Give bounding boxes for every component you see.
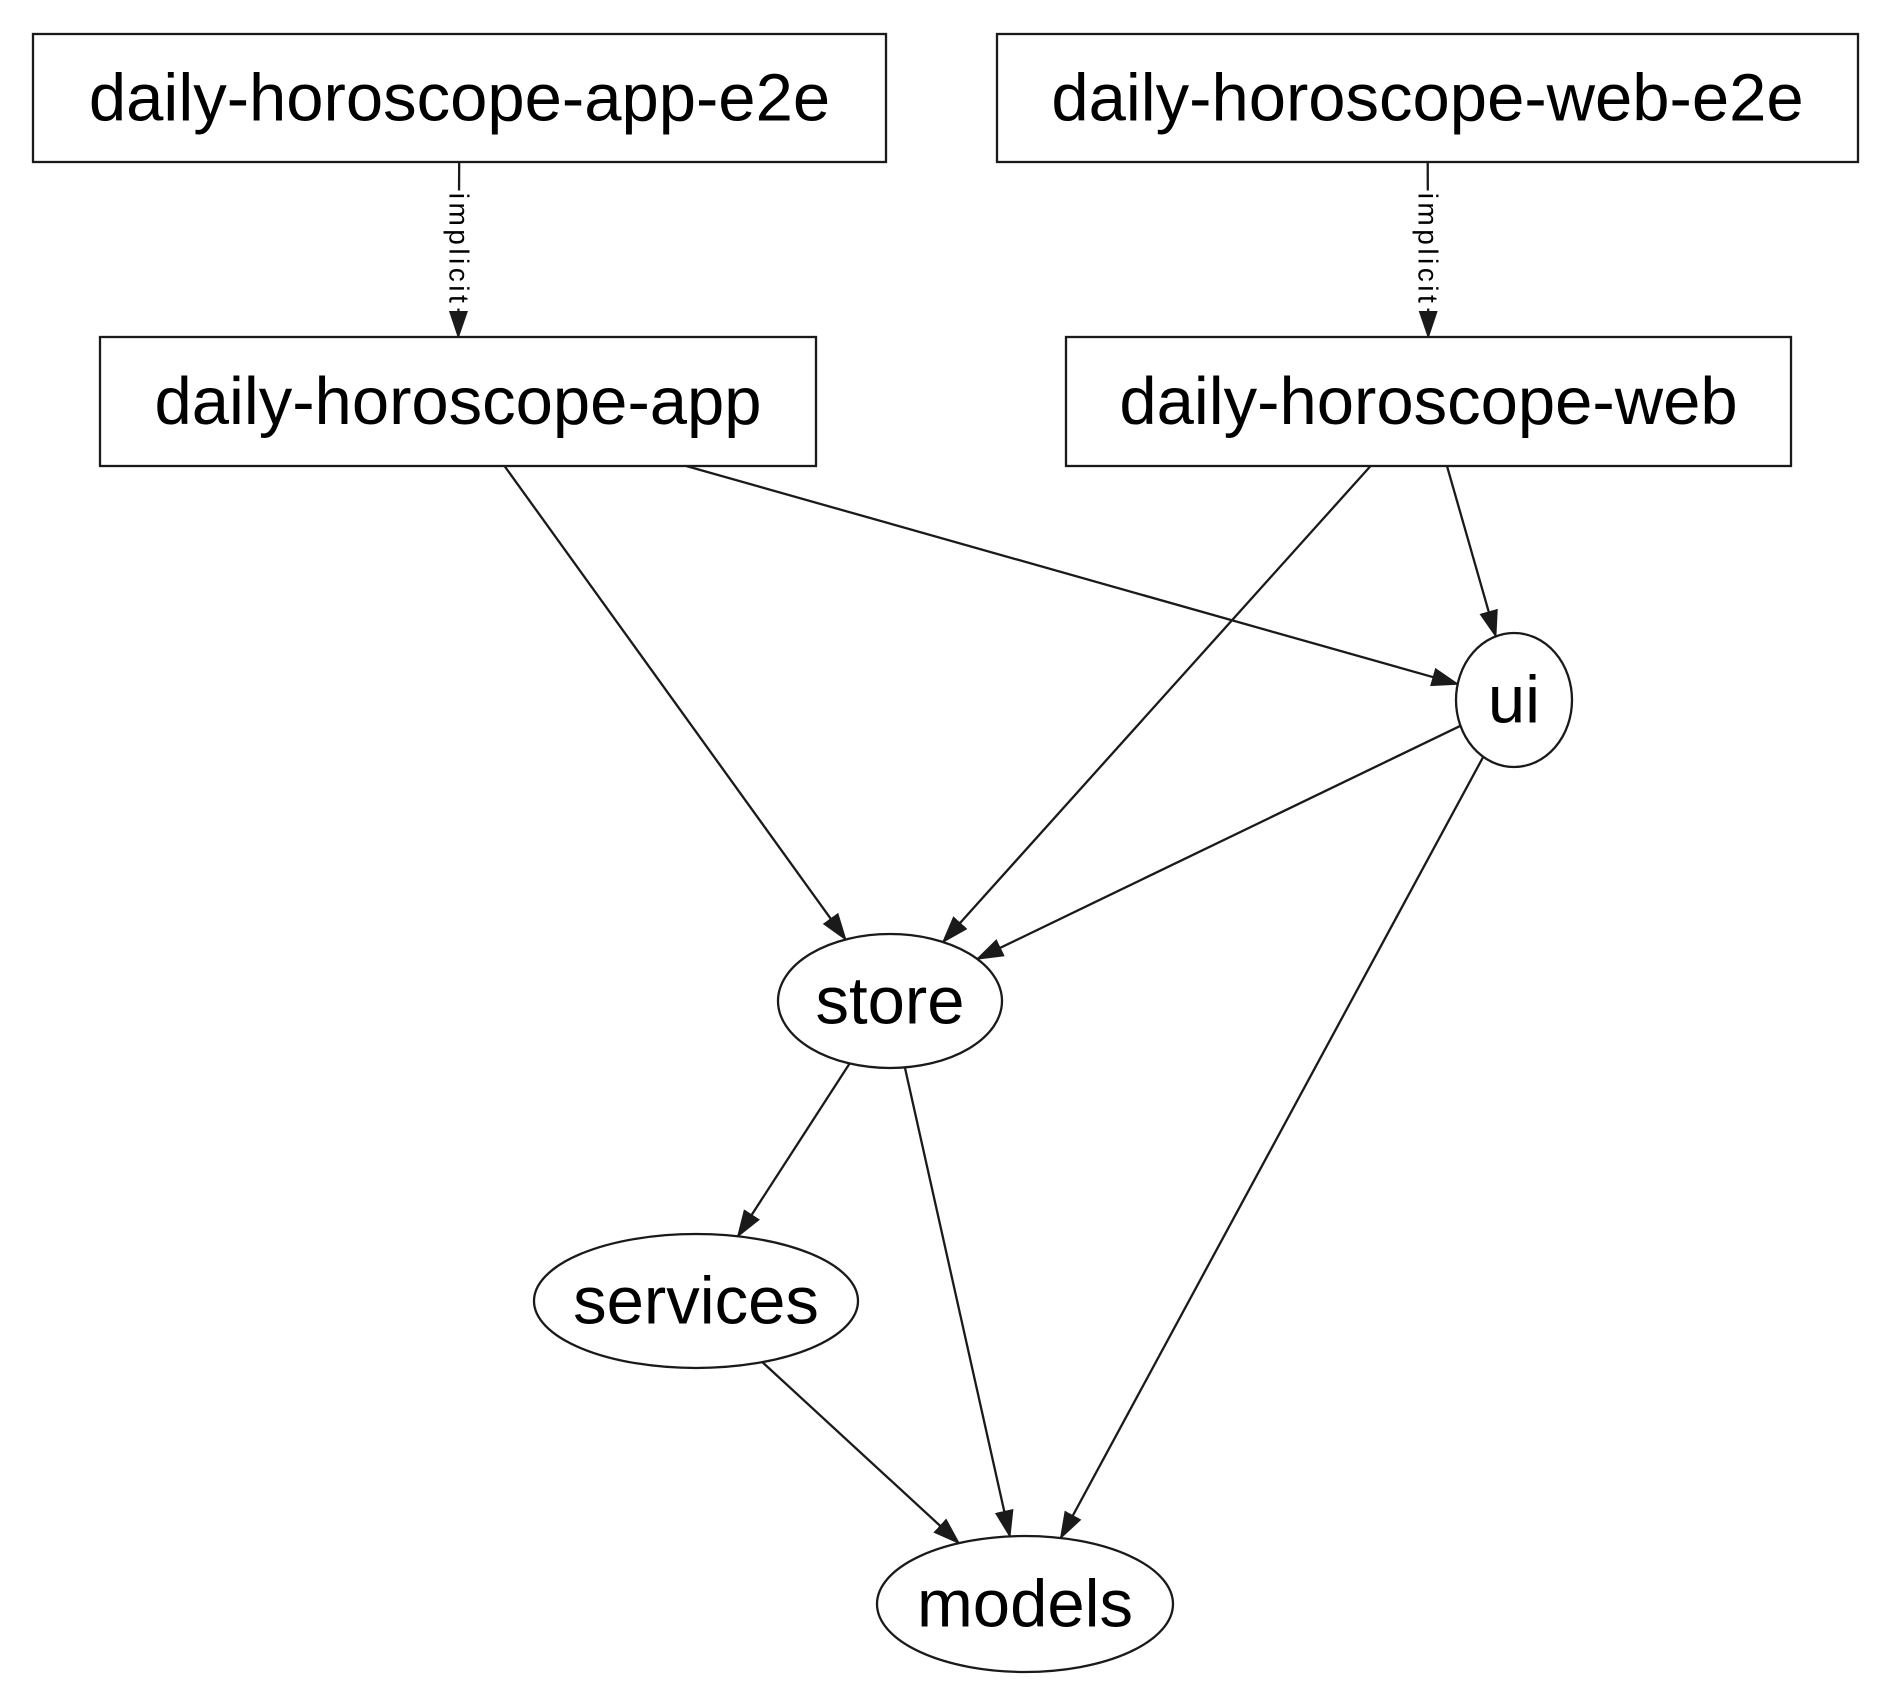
- edge-ui--store: [975, 724, 1461, 960]
- node-box: [98, 335, 818, 468]
- edge-daily-horoscope-app-e2e--daily-horoscope-app: implicit: [440, 161, 477, 339]
- node-box: [31, 32, 888, 164]
- node-ellipse: [776, 932, 1004, 1070]
- edge-line: [903, 1067, 1014, 1539]
- node-daily-horoscope-web[interactable]: daily-horoscope-web: [1064, 335, 1793, 468]
- node-store[interactable]: store: [776, 932, 1004, 1070]
- node-label: ui: [1488, 663, 1540, 738]
- edge-daily-horoscope-web-e2e--daily-horoscope-web: implicit: [1409, 161, 1446, 339]
- edge-line: [736, 1062, 851, 1238]
- edge-daily-horoscope-web--store: [941, 465, 1372, 944]
- edge-line: [975, 724, 1461, 960]
- edge-line: [1445, 465, 1498, 639]
- node-label: models: [917, 1567, 1133, 1642]
- node-label: services: [573, 1264, 819, 1339]
- edge-daily-horoscope-web--ui: [1445, 465, 1498, 639]
- node-label: store: [816, 964, 965, 1039]
- edge-services--models: [761, 1361, 961, 1545]
- edge-label-halo: [1409, 190, 1446, 309]
- edge-ui--models: [1059, 756, 1485, 1540]
- node-box: [1064, 335, 1793, 468]
- node-ellipse: [1454, 631, 1574, 769]
- edge-daily-horoscope-app--store: [503, 465, 847, 942]
- node-label: daily-horoscope-app-e2e: [89, 61, 830, 136]
- node-services[interactable]: services: [532, 1232, 860, 1370]
- edge-line: [1059, 756, 1485, 1540]
- node-daily-horoscope-app-e2e[interactable]: daily-horoscope-app-e2e: [31, 32, 888, 164]
- node-ellipse: [532, 1232, 860, 1370]
- node-models[interactable]: models: [875, 1534, 1175, 1674]
- node-box: [995, 32, 1860, 164]
- edge-daily-horoscope-app--ui: [685, 464, 1460, 687]
- edge-label: implicit: [443, 193, 474, 307]
- edge-line: [761, 1361, 961, 1545]
- edge-layer: implicit implicit: [440, 161, 1498, 1545]
- edge-line: [685, 464, 1460, 687]
- node-daily-horoscope-app[interactable]: daily-horoscope-app: [98, 335, 818, 468]
- node-label: daily-horoscope-web-e2e: [1051, 61, 1803, 136]
- node-label: daily-horoscope-web: [1119, 364, 1737, 439]
- edge-label-halo: [440, 190, 477, 309]
- node-daily-horoscope-web-e2e[interactable]: daily-horoscope-web-e2e: [995, 32, 1860, 164]
- edge-store--services: [736, 1062, 851, 1238]
- node-ui[interactable]: ui: [1454, 631, 1574, 769]
- edge-line: [503, 465, 847, 942]
- node-label: daily-horoscope-app: [154, 364, 761, 439]
- edge-line: [941, 465, 1372, 944]
- node-ellipse: [875, 1534, 1175, 1674]
- edge-label: implicit: [1412, 193, 1443, 307]
- node-layer: daily-horoscope-app-e2e daily-horoscope-…: [31, 32, 1860, 1674]
- edge-store--models: [903, 1067, 1014, 1539]
